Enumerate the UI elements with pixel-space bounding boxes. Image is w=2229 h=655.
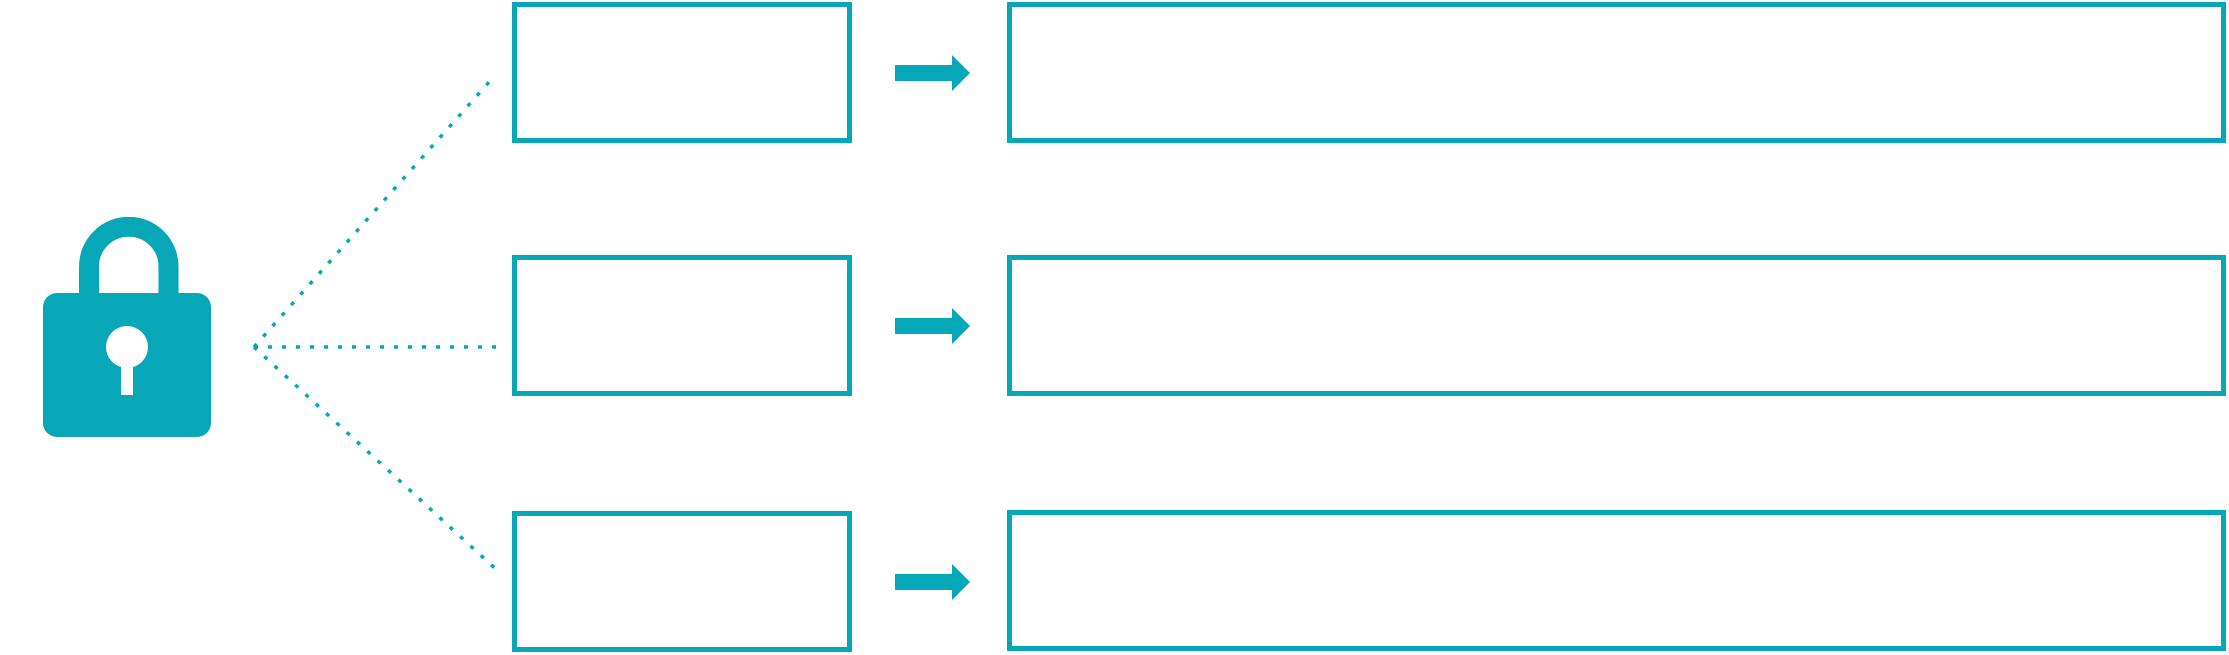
connector-line-bottom bbox=[252, 345, 502, 575]
lock-icon bbox=[43, 217, 211, 437]
lock-keyhole-stem bbox=[121, 347, 133, 395]
content-box-2[interactable] bbox=[1007, 255, 2226, 396]
content-box-1[interactable] bbox=[1007, 2, 2226, 143]
content-box-3[interactable] bbox=[1007, 510, 2226, 651]
lock-shackle bbox=[79, 217, 179, 301]
arrow-right-icon bbox=[895, 564, 970, 600]
label-box-2[interactable] bbox=[512, 255, 852, 396]
arrow-right-icon bbox=[895, 55, 970, 91]
arrow-right-shape bbox=[895, 55, 970, 91]
connector-line-top bbox=[252, 79, 492, 349]
arrow-right-shape bbox=[895, 564, 970, 600]
label-box-1[interactable] bbox=[512, 2, 852, 143]
arrow-right-shape bbox=[895, 308, 970, 344]
label-box-3[interactable] bbox=[512, 511, 852, 652]
arrow-right-icon bbox=[895, 308, 970, 344]
